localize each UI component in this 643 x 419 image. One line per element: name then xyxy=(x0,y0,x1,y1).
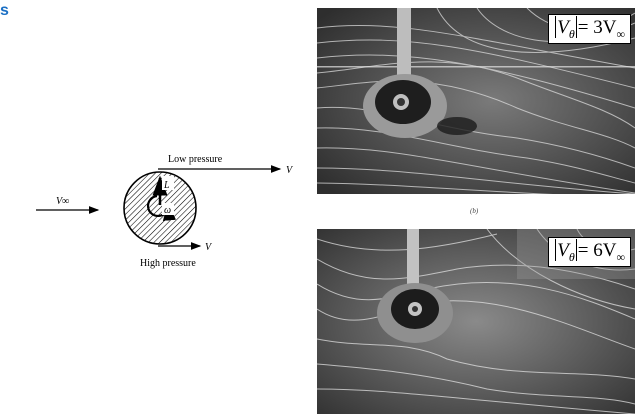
flow-photo-bottom: Vθ= 6V∞ xyxy=(317,229,635,414)
eq-inf: ∞ xyxy=(616,249,625,264)
eq-sub: θ xyxy=(568,26,575,41)
eq-rhs: = 3V xyxy=(577,17,617,38)
low-pressure-label: Low pressure xyxy=(168,154,223,165)
free-stream-label: V∞ xyxy=(56,196,69,207)
eq-sub: θ xyxy=(568,249,575,264)
corner-mark: s xyxy=(0,2,9,19)
eq-inf: ∞ xyxy=(616,26,625,41)
photo-caption: (b) xyxy=(470,207,479,215)
rotating-cylinder-diagram: V∞ L ω Low pressure V V High pressure xyxy=(36,154,294,269)
velocity-ratio-label-bottom: Vθ= 6V∞ xyxy=(548,237,631,267)
eq-lhs: V xyxy=(557,240,569,261)
lift-label: L xyxy=(163,180,170,191)
high-pressure-label: High pressure xyxy=(140,258,196,269)
flow-photo-top: Vθ= 3V∞ xyxy=(317,8,635,194)
bottom-velocity-label: V xyxy=(205,242,213,253)
eq-lhs: V xyxy=(557,17,569,38)
velocity-ratio-label-top: Vθ= 3V∞ xyxy=(548,14,631,44)
cylinder xyxy=(123,171,197,245)
rotation-label: ω xyxy=(164,205,171,216)
eq-rhs: = 6V xyxy=(577,240,617,261)
top-velocity-label: V xyxy=(286,165,294,176)
